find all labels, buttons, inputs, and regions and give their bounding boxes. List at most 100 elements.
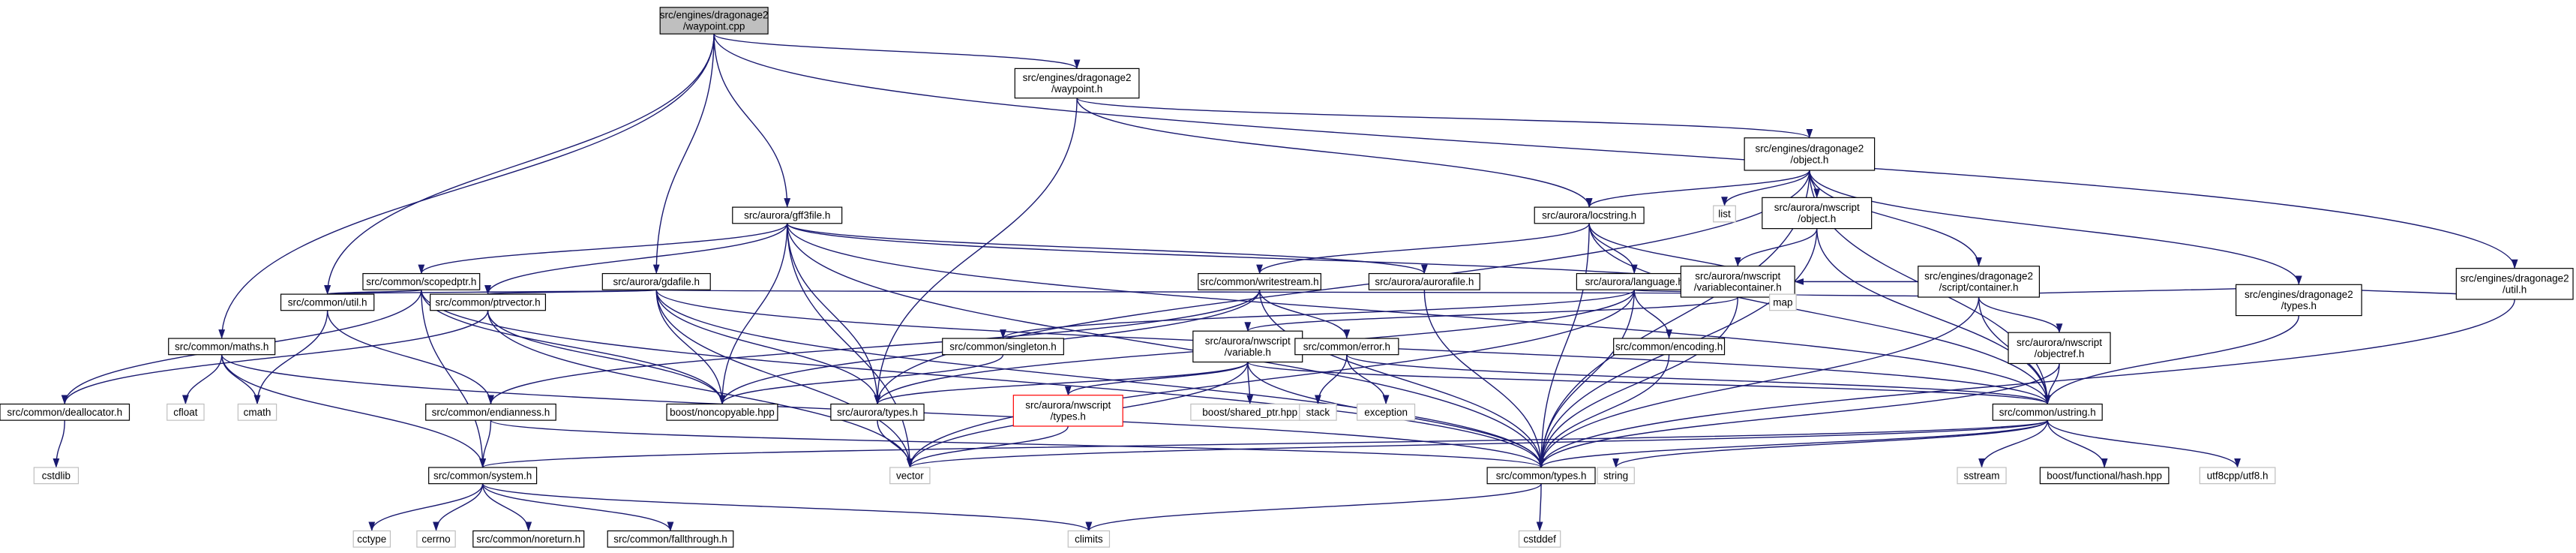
node-noncopyable[interactable]: boost/noncopyable.hpp [666, 403, 778, 421]
node-gff3file[interactable]: src/aurora/gff3file.h [732, 206, 843, 224]
node-label: /objectref.h [2035, 348, 2085, 359]
node-scopedptr[interactable]: src/common/scopedptr.h [362, 272, 481, 290]
dependency-edge [1612, 419, 2048, 468]
node-aurora-types[interactable]: src/aurora/types.h [830, 403, 925, 421]
node-label: cfloat [173, 407, 198, 418]
node-box [659, 7, 769, 35]
dependency-edge [1244, 296, 1738, 332]
dependency-edge [1247, 361, 2051, 405]
node-label: boost/functional/hash.hpp [2047, 470, 2162, 481]
node-error[interactable]: src/common/error.h [1294, 338, 1399, 356]
node-box [168, 338, 276, 356]
dependency-edge [1537, 363, 2060, 468]
dependency-edge [1076, 98, 1593, 208]
node-label: src/common/ptrvector.h [435, 296, 540, 308]
dependency-edge [1064, 362, 1249, 396]
node-box [1613, 338, 1726, 356]
dependency-edge [1258, 290, 1351, 339]
dependency-edge [1978, 420, 2048, 468]
node-locstring[interactable]: src/aurora/locstring.h [1534, 206, 1645, 224]
node-box [472, 530, 585, 548]
dependency-edge [484, 223, 788, 295]
node-label: src/aurora/nwscript [2017, 337, 2102, 348]
node-label: src/aurora/aurorafile.h [1375, 276, 1474, 287]
dependency-edge [2047, 419, 2241, 468]
dependency-edge [718, 354, 1004, 405]
dependency-edge [1633, 290, 1672, 339]
node-nws-variable[interactable]: src/aurora/nwscript/variable.h [1192, 330, 1303, 363]
node-label: src/common/types.h [1496, 470, 1587, 481]
node-box [1486, 467, 1596, 485]
node-box [1518, 530, 1561, 548]
node-maths[interactable]: src/common/maths.h [168, 338, 276, 356]
node-box [416, 530, 456, 548]
node-box [2199, 467, 2276, 485]
node-ustring[interactable]: src/common/ustring.h [1992, 403, 2103, 421]
node-box [2455, 268, 2574, 300]
node-label: src/aurora/nwscript [1025, 399, 1111, 410]
dependency-edge [1537, 223, 1590, 468]
dependency-edge [713, 34, 791, 208]
node-nws-types[interactable]: src/aurora/nwscript/types.h [1012, 395, 1123, 427]
node-types[interactable]: src/common/types.h [1486, 467, 1596, 485]
node-writestream[interactable]: src/common/writestream.h [1198, 272, 1321, 290]
node-deallocator[interactable]: src/common/deallocator.h [0, 403, 130, 421]
node-box [1368, 272, 1480, 290]
dependency-edge [907, 419, 2048, 468]
dependency-edge [481, 483, 1092, 532]
dependency-edge [655, 290, 913, 468]
node-hash[interactable]: boost/functional/hash.hpp [2039, 467, 2170, 485]
node-label: /object.h [1790, 154, 1828, 165]
node-language[interactable]: src/aurora/language.h [1576, 272, 1693, 290]
node-waypoint-h[interactable]: src/engines/dragonage2/waypoint.h [1014, 68, 1140, 99]
node-util-da2[interactable]: src/engines/dragonage2/util.h [2455, 268, 2574, 300]
node-label: src/common/encoding.h [1615, 341, 1723, 352]
dependency-edge [490, 419, 1544, 468]
node-gdafile[interactable]: src/aurora/gdafile.h [601, 272, 711, 290]
dependency-edge [787, 223, 913, 468]
node-varcontainer[interactable]: src/aurora/nwscript/variablecontainer.h [1680, 266, 1795, 298]
node-label: /waypoint.cpp [683, 21, 745, 32]
dependency-edge [787, 223, 881, 405]
dependency-edge [1346, 354, 2051, 405]
node-label: cmath [244, 407, 271, 418]
node-singleton[interactable]: src/common/singleton.h [942, 338, 1064, 356]
node-box [601, 272, 711, 290]
node-object-h[interactable]: src/engines/dragonage2/object.h [1744, 137, 1876, 171]
dependency-edge [220, 354, 486, 468]
node-nws-object[interactable]: src/aurora/nwscript/object.h [1762, 197, 1873, 230]
node-list: list [1713, 205, 1736, 223]
dependency-edge [324, 284, 422, 295]
dependency-edge [874, 170, 1810, 405]
node-system[interactable]: src/common/system.h [428, 467, 538, 485]
node-label: sstream [1964, 470, 2000, 481]
node-util[interactable]: src/common/util.h [280, 293, 375, 311]
node-box [732, 206, 843, 224]
node-da2types[interactable]: src/engines/dragonage2/types.h [2235, 284, 2362, 317]
node-cmath: cmath [237, 403, 277, 421]
dependency-edge [1537, 354, 1670, 468]
node-encoding[interactable]: src/common/encoding.h [1613, 338, 1726, 356]
node-noreturn[interactable]: src/common/noreturn.h [472, 530, 585, 548]
node-aurorafile[interactable]: src/aurora/aurorafile.h [1368, 272, 1480, 290]
node-ptrvector[interactable]: src/common/ptrvector.h [430, 293, 547, 311]
node-endianness[interactable]: src/common/endianness.h [425, 403, 556, 421]
node-container[interactable]: src/engines/dragonage2/script/container.… [1918, 266, 2041, 298]
node-fallthrough[interactable]: src/common/fallthrough.h [607, 530, 734, 548]
dependency-edge [487, 290, 1261, 405]
node-label: /script/container.h [1939, 281, 2019, 293]
node-box [830, 403, 925, 421]
node-objectref[interactable]: src/aurora/nwscript/objectref.h [2008, 332, 2111, 365]
node-label: /types.h [1051, 410, 1086, 422]
node-waypoint-cpp[interactable]: src/engines/dragonage2/waypoint.cpp [659, 7, 769, 35]
node-label: map [1773, 296, 1792, 308]
node-box [237, 403, 277, 421]
dependency-edge [655, 290, 881, 405]
node-box [889, 467, 931, 485]
dependency-edge [1256, 223, 1590, 275]
node-label: stack [1306, 407, 1330, 418]
dependency-edge [2044, 315, 2300, 405]
dependency-edge [652, 34, 715, 275]
dependency-edge [487, 310, 726, 405]
node-box [280, 293, 375, 311]
